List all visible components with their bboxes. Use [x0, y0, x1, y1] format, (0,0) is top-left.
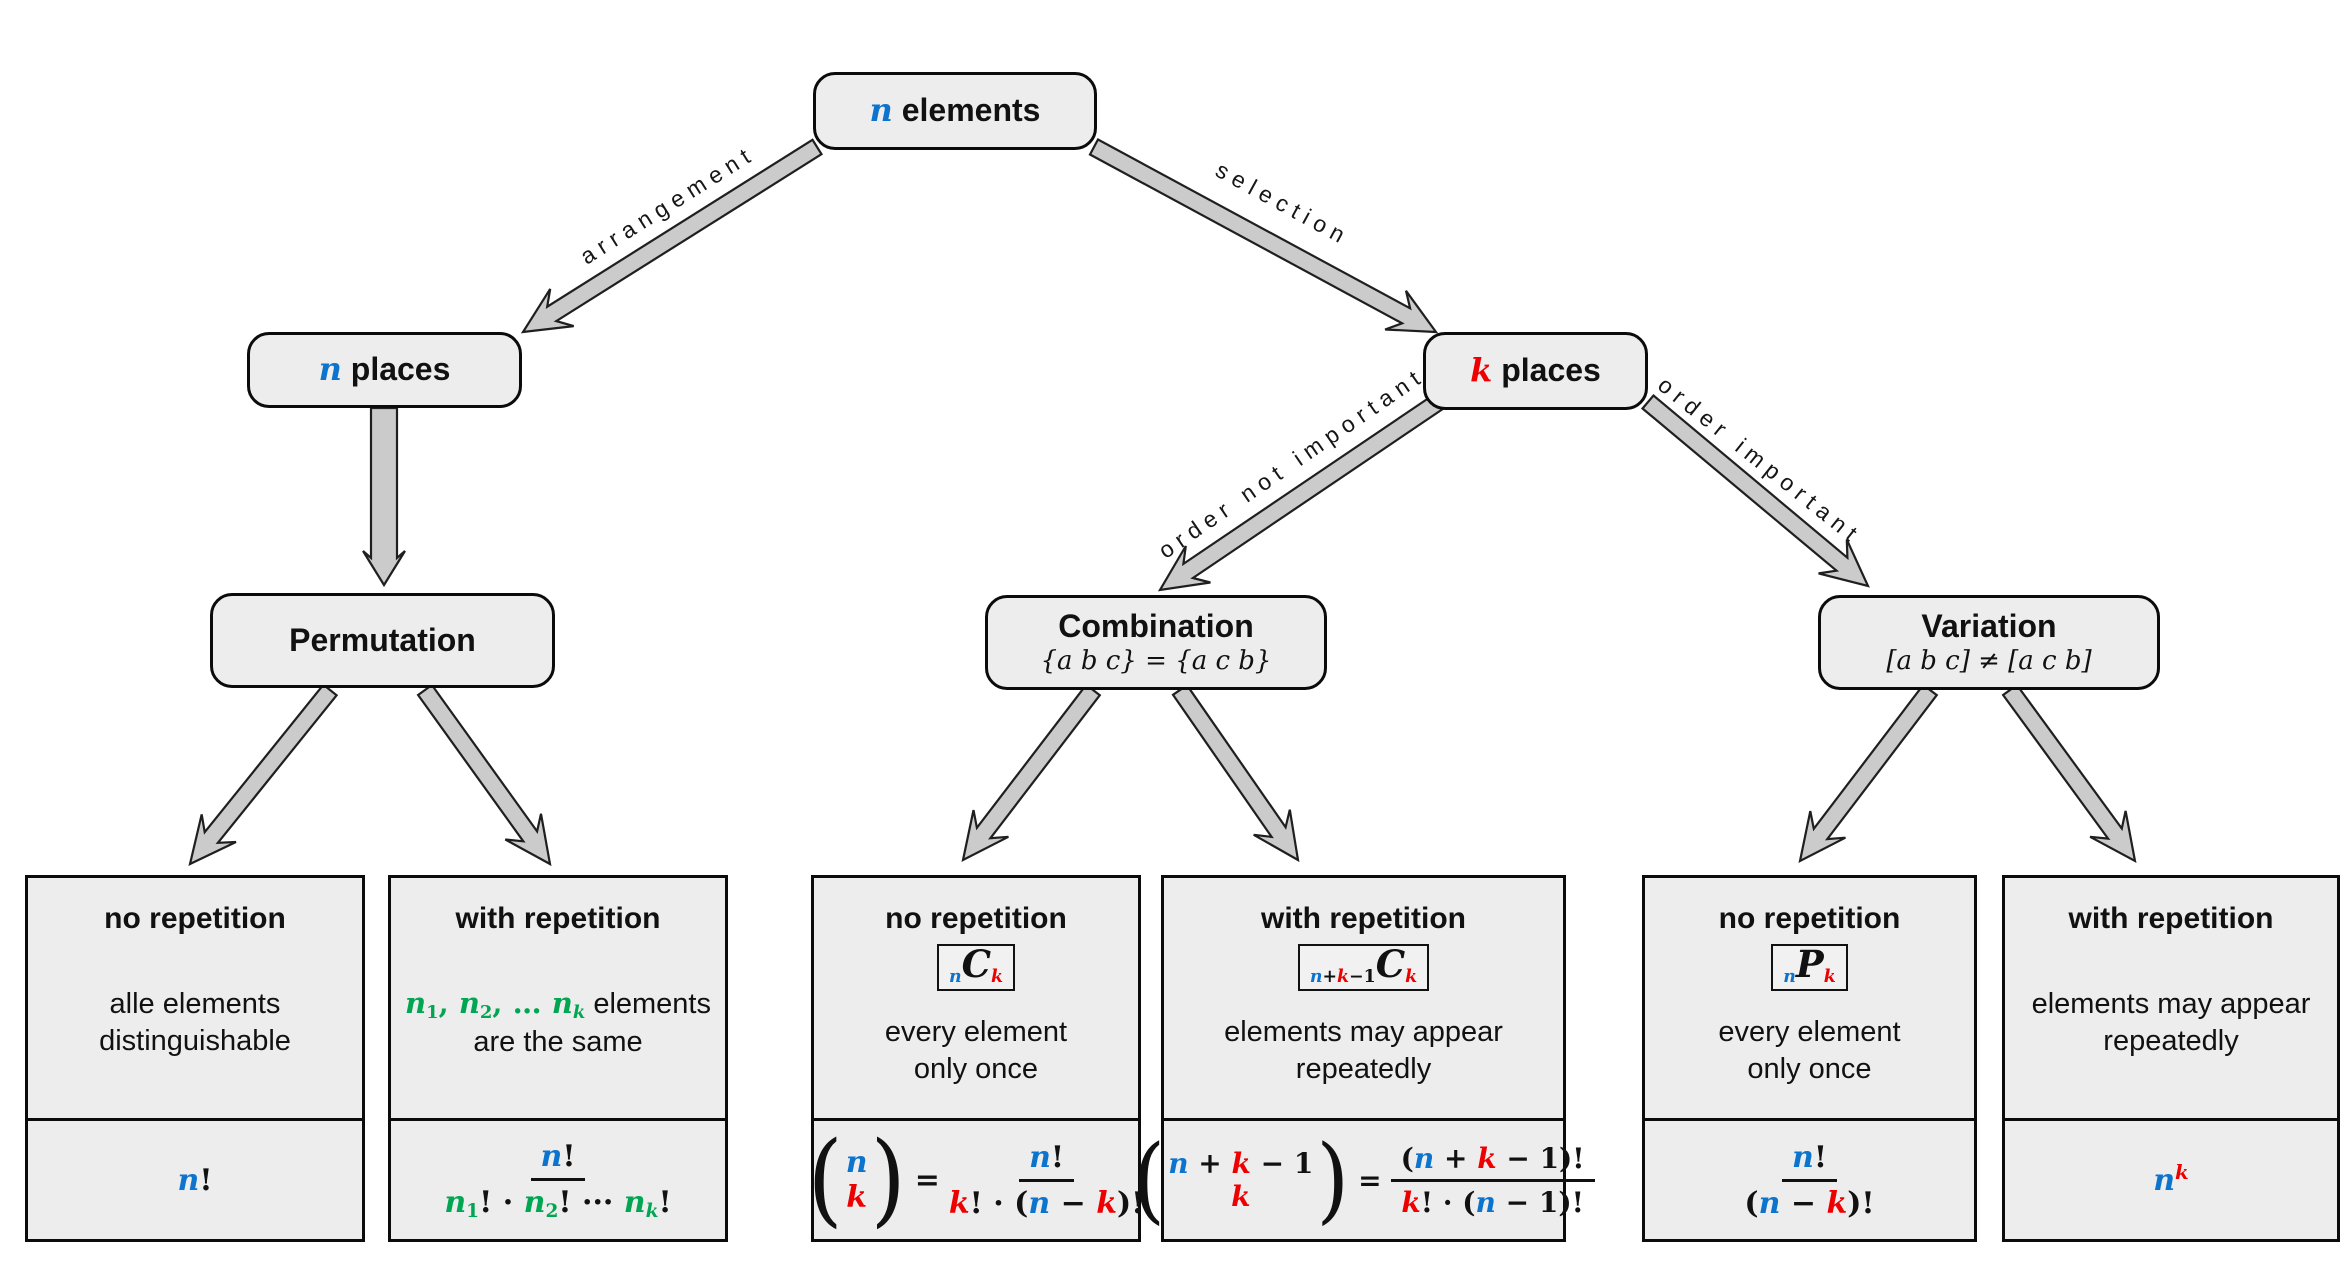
node-combination-label: Combination	[1058, 607, 1254, 644]
node-n-elements-label: n elements	[869, 91, 1041, 130]
notation-badge-nCk: nCk	[936, 944, 1016, 992]
card-title: no repetition	[885, 902, 1067, 935]
node-combination: Combination {a b c} = {a c b}	[985, 595, 1327, 690]
card-formula-section: nk	[2005, 1121, 2337, 1239]
node-permutation: Permutation	[210, 593, 555, 688]
card-title: with repetition	[455, 902, 661, 935]
flow-arrow	[1640, 393, 1870, 588]
flow-arrow	[1088, 138, 1439, 334]
flow-arrow	[188, 683, 339, 866]
flow-arrow	[1171, 683, 1300, 863]
node-n-places: n places	[247, 332, 522, 408]
flow-arrow	[520, 138, 824, 334]
flow-arrow	[416, 683, 552, 867]
card-top: with repetition n+k−1Ck elements may app…	[1164, 878, 1563, 1121]
formula-multiset-permutation: n!n1! · n2! ··· nk!	[444, 1138, 672, 1222]
node-k-places-label: k places	[1470, 351, 1601, 390]
card-title: with repetition	[1261, 902, 1466, 935]
node-variation-label: Variation	[1921, 607, 2057, 644]
card-title: with repetition	[2068, 902, 2274, 935]
flow-arrow	[1157, 393, 1445, 592]
node-k-places: k places	[1423, 332, 1648, 410]
formula-n-power-k: nk	[2153, 1159, 2189, 1198]
node-combination-example: {a b c} = {a c b}	[1040, 646, 1272, 677]
card-formula-section: n!	[28, 1121, 362, 1239]
card-formula-section: n!(n − k)!	[1645, 1121, 1974, 1239]
notation-badge-n+k-1Ck: n+k−1Ck	[1297, 944, 1430, 992]
card-title: no repetition	[104, 902, 286, 935]
notation-badge-nPk: nPk	[1771, 944, 1848, 992]
node-variation: Variation [a b c] ≠ [a c b]	[1818, 595, 2160, 690]
card-formula-section: n!n1! · n2! ··· nk!	[391, 1121, 725, 1239]
formula-n-factorial: n!	[177, 1162, 213, 1198]
card-combination-with-repetition: with repetition n+k−1Ck elements may app…	[1132, 875, 1595, 1242]
formula-k-permutation: n!(n − k)!	[1744, 1139, 1875, 1221]
flow-arrow	[2001, 683, 2137, 864]
flow-arrow	[1798, 683, 1939, 864]
flow-arrow	[961, 683, 1102, 863]
node-permutation-label: Permutation	[289, 621, 476, 658]
node-n-elements: n elements	[813, 72, 1097, 150]
node-variation-example: [a b c] ≠ [a c b]	[1886, 646, 2092, 677]
card-title: no repetition	[1718, 902, 1901, 935]
flow-arrow	[362, 406, 406, 588]
node-n-places-label: n places	[318, 350, 451, 389]
